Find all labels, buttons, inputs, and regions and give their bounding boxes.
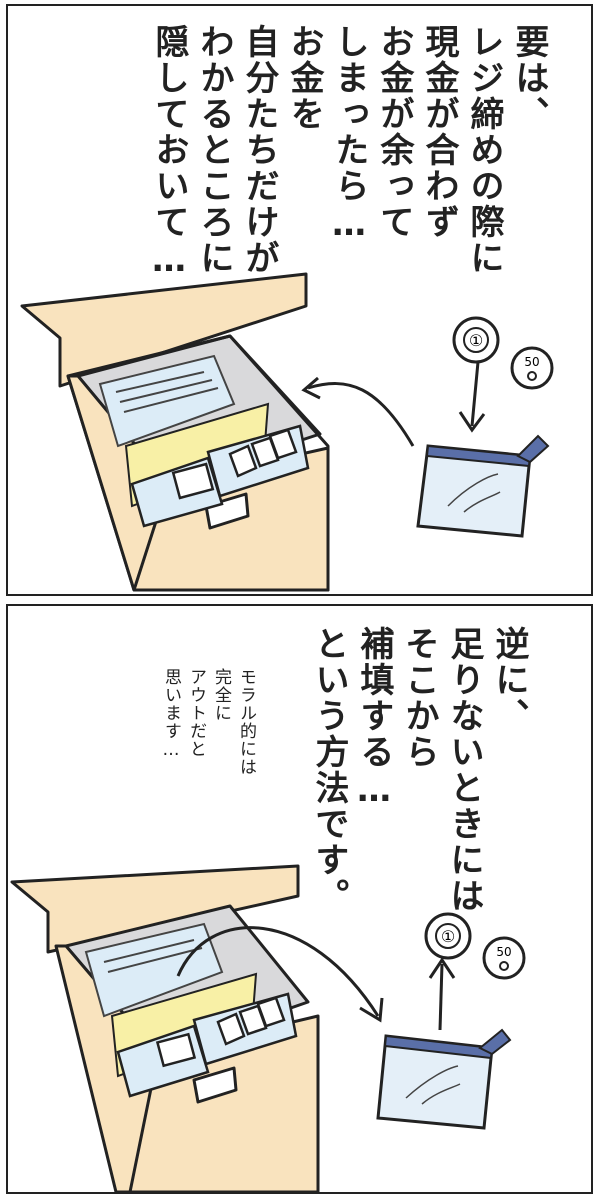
panel-2-illustration: ① 50 [10, 864, 526, 1192]
zipper-pouch [416, 434, 550, 538]
coin-one-yen [452, 316, 500, 364]
arrow-to-pouch-head [359, 997, 384, 1023]
caption-line: 要は、 [509, 24, 549, 132]
comic-panel-2: ① 50 逆に、 足りないときには そこから 補填する… という方法です。 モラ… [6, 604, 593, 1194]
caption-line: 隠しておいて… [149, 24, 189, 282]
caption-line: 逆に、 [489, 626, 529, 734]
coin-fifty-yen [510, 346, 554, 390]
caption-line: という方法です。 [309, 626, 349, 914]
caption-line: 現金が合わず [419, 24, 459, 240]
aside-line: 思います… [161, 668, 181, 761]
coin-one-yen-label: ① [469, 331, 483, 350]
caption-line: お金が余って [374, 24, 414, 240]
coin-fifty-yen [482, 936, 526, 980]
panel-2-aside: モラル的には 完全に アウトだと 思います… [158, 668, 258, 776]
caption-line: 自分たちだけが [239, 24, 279, 276]
panel-1-caption: 要は、 レジ締めの際に 現金が合わず お金が余って しまったら… お金を 自分た… [146, 24, 551, 282]
money-trays [130, 424, 310, 528]
arrow-down [470, 361, 480, 427]
document-folders [98, 354, 270, 508]
caption-line: わかるところに [194, 24, 234, 276]
caption-line: そこから [399, 626, 439, 770]
panel-1-illustration: ① 50 [20, 272, 554, 592]
coin-one-yen [424, 912, 472, 960]
aside-line: モラル的には [236, 668, 256, 776]
caption-line: 足りないときには [444, 626, 484, 914]
panel-2-caption: 逆に、 足りないときには そこから 補填する… という方法です。 [306, 626, 531, 914]
comic-panel-1: ① 50 要は、 レジ締めの際に 現金が合わず お金が余って しまったら… お金… [6, 4, 593, 596]
caption-line: レジ締めの際に [464, 24, 504, 276]
arrow-up-head [428, 957, 456, 979]
arrow-to-box [307, 382, 415, 447]
arrow-down-head [458, 411, 486, 433]
coin-fifty-yen-label: 50 [496, 945, 511, 959]
caption-line: しまったら… [329, 24, 369, 246]
arrow-to-box-head [301, 376, 321, 400]
money-trays [116, 992, 298, 1098]
caption-line: 補填する… [354, 626, 394, 812]
arrow-up [438, 963, 444, 1031]
coin-fifty-yen-label: 50 [524, 355, 539, 369]
coin-one-yen-label: ① [441, 927, 455, 946]
aside-line: 完全に [211, 668, 231, 722]
arrow-to-pouch [176, 926, 380, 1017]
aside-line: アウトだと [186, 668, 206, 758]
zipper-pouch [376, 1028, 512, 1130]
caption-line: お金を [284, 24, 324, 132]
